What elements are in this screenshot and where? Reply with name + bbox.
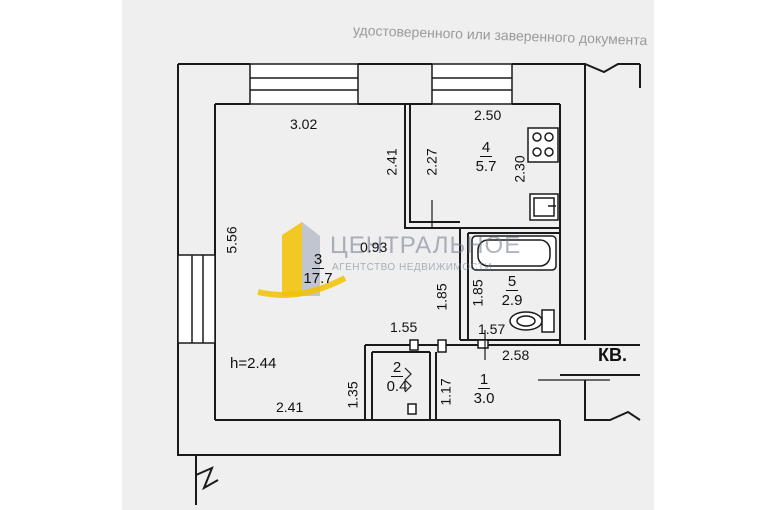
dim-room2-left: 1.35 [344,381,361,409]
kitchen-sink [529,193,559,221]
room-3-number: 3 [311,251,325,269]
room-5-label: 5 2.9 [492,274,532,308]
dim-room3-bottom-right: 0.93 [360,239,388,255]
room-5-number: 5 [505,273,519,291]
room-2-area: 0.4 [386,378,408,395]
dim-room3-bottom-left: 2.41 [276,399,304,415]
dim-room5-bottom: 1.57 [478,321,506,337]
dim-room5-left: 1.85 [469,279,486,307]
window-left [177,254,216,344]
dim-corridor-vertical: 1.85 [433,283,450,311]
dim-room3-right: 2.41 [383,148,400,176]
bathtub [471,235,557,271]
apartment-label: КВ. [598,345,627,365]
outer-walls [177,63,641,505]
room-3-area: 17.7 [303,270,333,287]
stove [527,127,559,163]
windows-top [249,63,513,105]
dim-corridor-top: 1.55 [390,319,418,335]
room-4-number: 4 [479,139,493,157]
logo-mark [257,222,347,298]
ceiling-height: h=2.44 [230,355,277,372]
room-1-label: 1 3.0 [462,372,506,406]
room-4-label: 4 5.7 [464,140,508,174]
interior-walls [364,104,560,420]
room-1-area: 3.0 [473,390,495,407]
dim-room4-top: 2.50 [474,107,502,123]
toilet [509,309,555,333]
room-4-area: 5.7 [475,158,497,175]
room-1-number: 1 [477,371,491,389]
dim-room4-left: 2.27 [423,148,440,176]
logo-name: ЦЕНТРАЛЬНОЕ [330,232,522,259]
room-2-label: 2 0.4 [372,360,422,394]
dim-room4-right: 2.30 [511,155,528,183]
dim-room3-left: 5.56 [223,226,240,254]
room-2-number: 2 [390,359,404,377]
dim-room1-top: 2.58 [502,347,530,363]
room-3-label: 3 17.7 [290,252,346,286]
room-5-area: 2.9 [501,292,523,309]
door-leaf-lines [404,200,610,393]
dim-room1-left: 1.17 [437,378,454,406]
door-marks [407,339,489,415]
logo-tagline: АГЕНТСТВО НЕДВИЖИМОСТИ [332,262,493,273]
dim-room3-top: 3.02 [290,116,318,132]
